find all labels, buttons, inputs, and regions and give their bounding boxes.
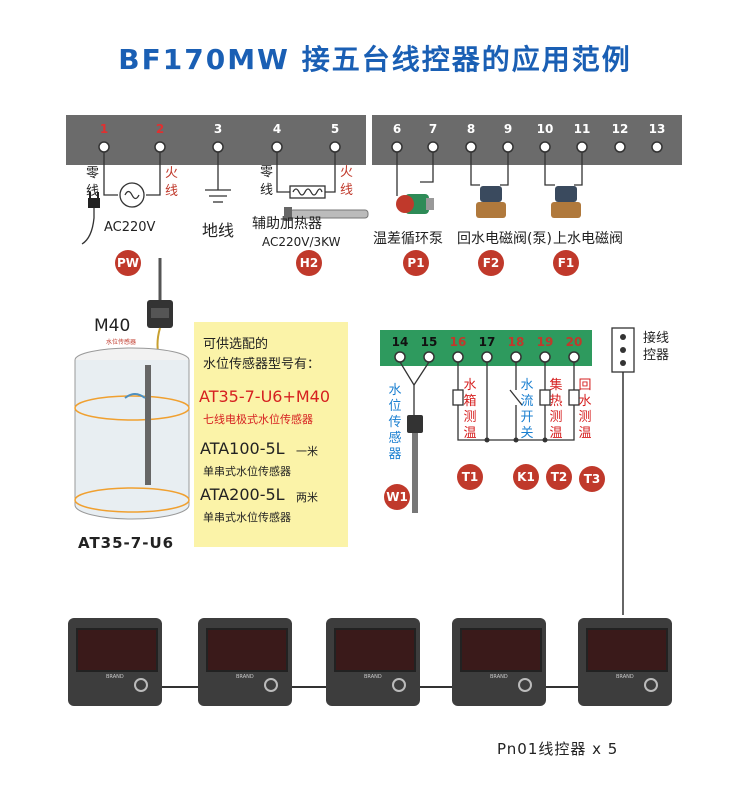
neutral-label: 零线 <box>86 166 100 199</box>
badge-t2: T2 <box>546 464 572 490</box>
note-line1: 可供选配的 <box>203 337 269 352</box>
junction-label: 接线控器 <box>643 331 670 363</box>
page-title: BF170MW 接五台线控器的应用范例 <box>118 43 632 76</box>
terminal-number-4: 4 <box>272 122 282 136</box>
terminal-number-6: 6 <box>392 122 402 136</box>
controller-4[interactable]: BRAND <box>452 618 546 706</box>
terminal-number-15: 15 <box>420 335 438 349</box>
terminal-number-12: 12 <box>611 122 629 136</box>
heater-live-label: 火线 <box>340 165 354 198</box>
note-model-1-desc: 七线电极式水位传感器 <box>203 413 313 426</box>
water-tank <box>74 347 190 520</box>
return-valve-label: 回水电磁阀(泵) <box>457 231 552 247</box>
inlet-valve-label: 上水电磁阀 <box>553 231 623 247</box>
ground-label: 地线 <box>202 221 235 240</box>
terminal-number-19: 19 <box>536 335 554 349</box>
live-label: 火线 <box>165 166 179 199</box>
note-line2: 水位传感器型号有： <box>203 357 321 372</box>
terminal-strip-left <box>66 115 366 165</box>
heater-spec-label: AC220V/3KW <box>262 235 341 249</box>
terminal-number-18: 18 <box>507 335 525 349</box>
t2-label: 集热测温 <box>549 378 563 441</box>
t3-label: 回水测温 <box>578 378 592 441</box>
k1-label: 水流开关 <box>520 378 534 441</box>
terminal-number-20: 20 <box>565 335 583 349</box>
terminal-number-1: 1 <box>99 122 109 136</box>
terminal-number-13: 13 <box>648 122 666 136</box>
badge-t1: T1 <box>457 464 483 490</box>
terminal-number-10: 10 <box>536 122 554 136</box>
badge-pw: PW <box>115 250 141 276</box>
controllers-caption: Pn01线控器 x 5 <box>497 740 619 758</box>
note-model-2-desc: 单串式水位传感器 <box>203 465 291 478</box>
terminal-number-9: 9 <box>503 122 513 136</box>
controller-5[interactable]: BRAND <box>578 618 672 706</box>
note-model-2-suffix: 一米 <box>296 445 318 458</box>
pump-image <box>396 194 434 214</box>
terminal-number-7: 7 <box>428 122 438 136</box>
sensor-options-note <box>194 322 348 547</box>
tank-model-label: AT35-7-U6 <box>78 534 175 552</box>
badge-t3: T3 <box>579 466 605 492</box>
power-voltage-label: AC220V <box>104 220 156 235</box>
valve-f1-image <box>551 186 581 218</box>
terminal-number-14: 14 <box>391 335 409 349</box>
badge-w1: W1 <box>384 484 410 510</box>
t1-label: 水箱测温 <box>463 378 477 441</box>
note-model-3-suffix: 两米 <box>296 491 318 504</box>
badge-k1: K1 <box>513 464 539 490</box>
note-model-3-desc: 单串式水位传感器 <box>203 511 291 524</box>
water-sensor-label: 水位传感器 <box>388 383 402 462</box>
terminal-number-17: 17 <box>478 335 496 349</box>
top-screw-terminals <box>98 141 663 153</box>
heater-neutral-label: 零线 <box>260 165 274 198</box>
note-model-3: ATA200-5L <box>200 485 285 504</box>
note-model-1: AT35-7-U6+M40 <box>199 387 331 406</box>
controller-1[interactable]: BRAND <box>68 618 162 706</box>
terminal-number-8: 8 <box>466 122 476 136</box>
controller-3[interactable]: BRAND <box>326 618 420 706</box>
heater-label: 辅助加热器 <box>252 216 322 232</box>
badge-f1: F1 <box>553 250 579 276</box>
terminal-number-16: 16 <box>449 335 467 349</box>
badge-p1: P1 <box>403 250 429 276</box>
note-model-2: ATA100-5L <box>200 439 285 458</box>
terminal-number-2: 2 <box>155 122 165 136</box>
terminal-number-3: 3 <box>213 122 223 136</box>
valve-f2-image <box>476 186 506 218</box>
controller-2[interactable]: BRAND <box>198 618 292 706</box>
terminal-number-11: 11 <box>573 122 591 136</box>
badge-h2: H2 <box>296 250 322 276</box>
terminal-number-5: 5 <box>330 122 340 136</box>
badge-f2: F2 <box>478 250 504 276</box>
pump-label: 温差循环泵 <box>373 231 443 247</box>
sensor-sub-label: 水位传感器 <box>106 339 137 346</box>
terminal-strip-right <box>372 115 682 165</box>
sensor-model-label: M40 <box>94 316 131 336</box>
